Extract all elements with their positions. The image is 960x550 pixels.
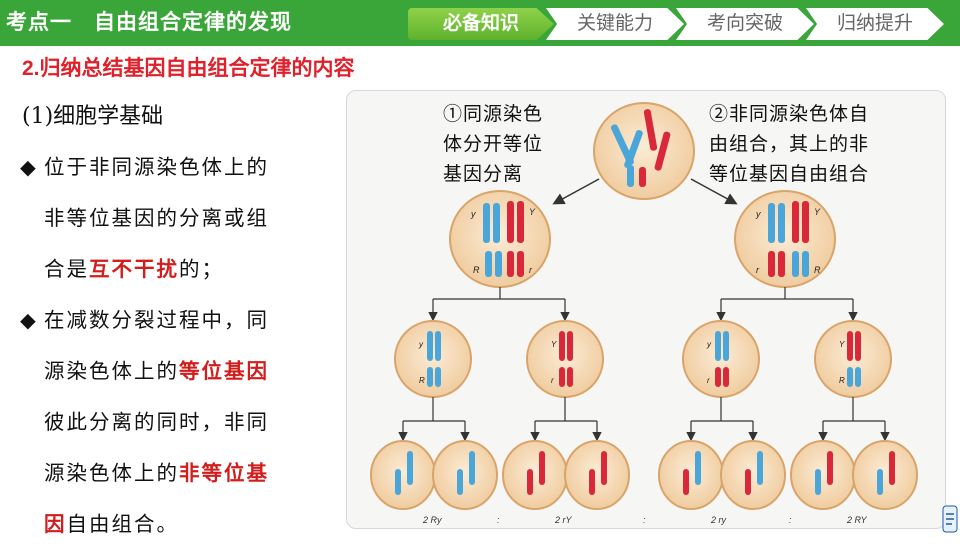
- svg-text:y: y: [418, 340, 424, 349]
- ratio-sep: :: [789, 515, 792, 525]
- caption-homologous-separation: ①同源染色 体分开等位 基因分离: [443, 103, 544, 185]
- ratio-Ry: 2 Ry: [422, 515, 442, 525]
- svg-text:r: r: [551, 376, 554, 385]
- highlight-alleles: 等位基因: [179, 359, 269, 383]
- gene-label: y: [470, 209, 476, 219]
- secondary-cell-1: y R: [394, 320, 472, 398]
- gamete-ratio: 2 Ry : 2 rY : 2 ry : 2 RY: [422, 515, 868, 525]
- secondary-cell-4: Y R: [814, 320, 892, 398]
- svg-text:y: y: [706, 340, 712, 349]
- svg-text:Y: Y: [551, 340, 557, 349]
- highlight-non-interfering: 互不干扰: [89, 257, 179, 281]
- gene-label: R: [814, 265, 821, 275]
- ratio-rY: 2 rY: [554, 515, 573, 525]
- point-2-line-1: ◆在减数分裂过程中，同: [20, 295, 338, 346]
- tab-summary[interactable]: 归纳提升: [806, 8, 944, 40]
- svg-text:R: R: [839, 376, 845, 385]
- point-1-line-1: ◆位于非同源染色体上的: [20, 142, 338, 193]
- svg-text:r: r: [707, 376, 710, 385]
- explanation-text: ◆位于非同源染色体上的 非等位基因的分离或组 合是互不干扰的； ◆在减数分裂过程…: [20, 142, 338, 550]
- meiosis-diagram: ①同源染色 体分开等位 基因分离 ②非同源染色体自 由组合，其上的非 等位基因自…: [346, 90, 946, 529]
- svg-text:Y: Y: [839, 340, 845, 349]
- svg-text:R: R: [419, 376, 425, 385]
- section-heading: (1)细胞学基础: [22, 104, 164, 129]
- tab-essential-knowledge[interactable]: 必备知识: [408, 8, 554, 40]
- point-2-line-5: 因自由组合。: [44, 512, 179, 536]
- highlight-non-alleles: 非等位基: [179, 461, 269, 485]
- branch-lines-lower: [398, 397, 890, 442]
- tab-key-abilities[interactable]: 关键能力: [546, 8, 684, 40]
- page-title: 考点一 自由组合定律的发现: [6, 11, 292, 34]
- gene-label: r: [529, 265, 533, 275]
- secondary-cell-3: y r: [682, 320, 760, 398]
- header-bar: 考点一 自由组合定律的发现 必备知识 关键能力 考向突破 归纳提升: [0, 0, 960, 46]
- point-2-line-4: 源染色体上的非等位基: [44, 461, 269, 485]
- gene-label: Y: [814, 207, 821, 217]
- cell-division-svg: y Y R r y Y r R: [370, 102, 918, 525]
- ratio-RY: 2 RY: [846, 515, 868, 525]
- logo-icon: [942, 504, 958, 534]
- ratio-sep: :: [497, 515, 500, 525]
- metaphase-cell-right: y Y r R: [734, 190, 836, 288]
- tab-exam-breakthrough[interactable]: 考向突破: [676, 8, 814, 40]
- branch-lines: [428, 287, 858, 322]
- ratio-sep: :: [643, 515, 646, 525]
- gamete-cells: [370, 440, 918, 510]
- metaphase-cell-left: y Y R r: [449, 190, 551, 288]
- ratio-ry: 2 ry: [710, 515, 727, 525]
- point-1-line-3: 合是互不干扰的；: [44, 257, 224, 281]
- gene-label: R: [473, 265, 480, 275]
- caption-independent-assortment: ②非同源染色体自 由组合，其上的非 等位基因自由组合: [709, 103, 870, 185]
- gene-label: y: [755, 209, 761, 219]
- point-2-line-3: 彼此分离的同时，非同: [44, 410, 269, 434]
- gene-label: Y: [529, 207, 536, 217]
- secondary-cell-2: Y r: [526, 320, 604, 398]
- point-2-line-2: 源染色体上的等位基因: [44, 359, 269, 383]
- section-subtitle: 2.归纳总结基因自由组合定律的内容: [22, 57, 355, 80]
- gene-label: r: [756, 265, 760, 275]
- diamond-bullet-icon: ◆: [20, 308, 38, 332]
- parent-cell: [593, 102, 695, 200]
- point-1-line-2: 非等位基因的分离或组: [44, 206, 269, 230]
- diamond-bullet-icon: ◆: [20, 155, 38, 179]
